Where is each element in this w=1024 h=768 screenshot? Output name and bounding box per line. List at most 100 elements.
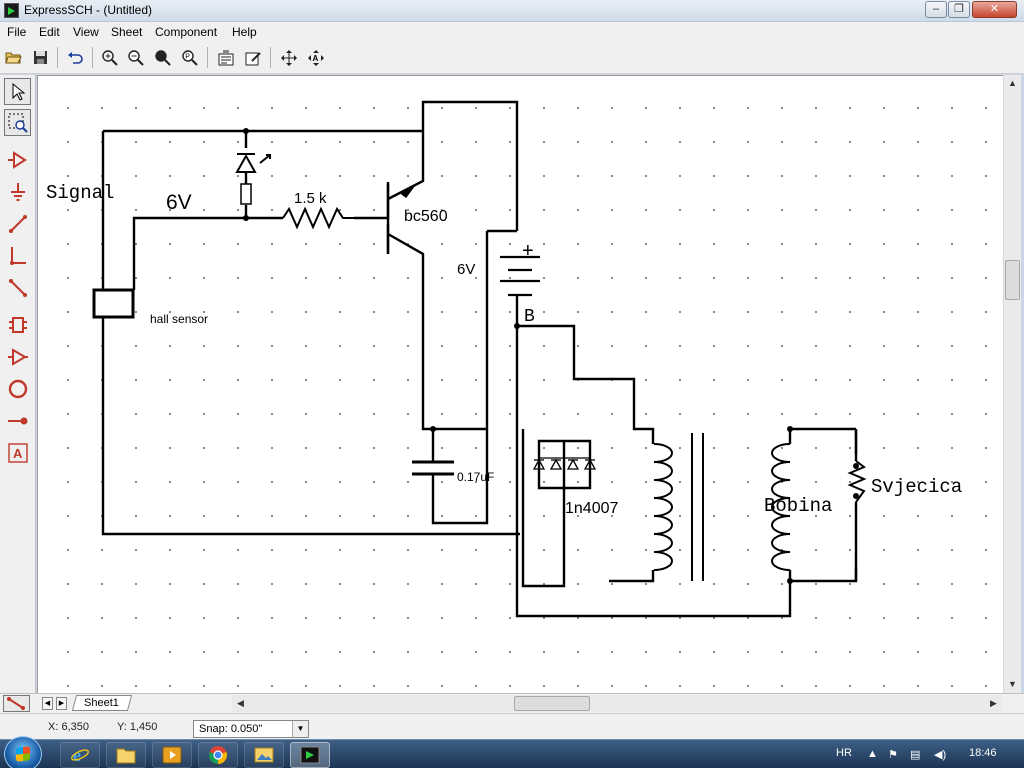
scroll-left-arrow-icon[interactable]: ◀ bbox=[237, 698, 244, 708]
scroll-up-arrow-icon[interactable]: ▲ bbox=[1008, 78, 1017, 88]
component-properties-icon bbox=[218, 49, 233, 65]
undo-icon bbox=[67, 51, 83, 64]
text-tool[interactable]: A bbox=[4, 439, 31, 466]
vertical-scrollbar[interactable]: ▲ ▼ bbox=[1003, 75, 1021, 693]
system-clock[interactable]: 18:46 bbox=[969, 747, 997, 759]
show-hidden-icons-icon[interactable]: ▲ bbox=[867, 748, 878, 760]
svg-text:e: e bbox=[73, 745, 81, 765]
maximize-button[interactable]: ❐ bbox=[948, 1, 970, 18]
ground-icon bbox=[10, 182, 25, 201]
snap-select[interactable]: Snap: 0.050" ▼ bbox=[193, 720, 309, 738]
taskbar-chrome[interactable] bbox=[198, 742, 238, 768]
zoom-window-icon bbox=[8, 113, 28, 133]
sheet-tab[interactable]: Sheet1 bbox=[71, 695, 133, 711]
snap-value: 0.050" bbox=[230, 723, 263, 735]
label-spark-plug: Svjecica bbox=[871, 476, 962, 498]
sheet-prev-arrow-icon[interactable]: ◀ bbox=[42, 697, 53, 710]
expresssch-app-icon bbox=[4, 3, 19, 18]
snap-grid-toggle[interactable] bbox=[3, 695, 30, 712]
label-coil: Bobina bbox=[764, 495, 832, 517]
open-button[interactable] bbox=[2, 46, 25, 69]
menu-edit[interactable]: Edit bbox=[39, 25, 60, 39]
zoom-fit-icon bbox=[154, 49, 171, 66]
start-button[interactable] bbox=[4, 736, 42, 768]
taskbar-media-player[interactable] bbox=[152, 742, 192, 768]
menu-sheet[interactable]: Sheet bbox=[111, 25, 143, 39]
buffer-tool[interactable] bbox=[4, 343, 31, 370]
expresssch-icon bbox=[300, 746, 320, 764]
taskbar-explorer[interactable] bbox=[106, 742, 146, 768]
text-icon: A bbox=[7, 442, 28, 463]
schematic-canvas[interactable]: Signal hall sensor 6V 1.5 k bc560 6V + B… bbox=[37, 75, 1003, 693]
taskbar: e HR ▲ ⚑ ▤ ◀) 18:46 bbox=[0, 736, 1024, 768]
bus-entry-tool[interactable] bbox=[4, 242, 31, 269]
zoom-out-button[interactable] bbox=[124, 46, 147, 69]
label-capacitor: 0.17uF bbox=[457, 470, 494, 484]
pin-icon bbox=[7, 417, 27, 424]
move-button[interactable] bbox=[277, 46, 300, 69]
taskbar-photo-viewer[interactable] bbox=[244, 742, 284, 768]
label-hall-sensor: hall sensor bbox=[150, 312, 208, 326]
minimize-button[interactable]: – bbox=[925, 1, 947, 18]
sheet-next-arrow-icon[interactable]: ▶ bbox=[56, 697, 67, 710]
line-tool[interactable] bbox=[4, 274, 31, 301]
edit-component-button[interactable] bbox=[241, 46, 264, 69]
language-indicator[interactable]: HR bbox=[836, 747, 852, 759]
menu-help[interactable]: Help bbox=[232, 25, 257, 39]
status-bar: X: 6,350 Y: 1,450 Snap: 0.050" ▼ bbox=[0, 713, 1024, 739]
component-properties-button[interactable] bbox=[214, 46, 237, 69]
zoom-in-button[interactable] bbox=[98, 46, 121, 69]
select-tool[interactable] bbox=[4, 78, 31, 105]
label-diodes: 1n4007 bbox=[565, 500, 618, 517]
undo-button[interactable] bbox=[63, 46, 86, 69]
bus-entry-icon bbox=[9, 246, 26, 265]
line-icon bbox=[8, 278, 27, 297]
scroll-down-arrow-icon[interactable]: ▼ bbox=[1008, 679, 1017, 689]
label-battery-6v: 6V bbox=[457, 261, 475, 278]
network-icon[interactable]: ▤ bbox=[910, 749, 921, 761]
ground-tool[interactable] bbox=[4, 178, 31, 205]
ignition-coil-symbol bbox=[653, 433, 791, 581]
snap-label: Snap: bbox=[199, 723, 228, 735]
save-button[interactable] bbox=[29, 46, 52, 69]
action-center-flag-icon[interactable]: ⚑ bbox=[888, 749, 898, 761]
zoom-page-button[interactable]: P bbox=[178, 46, 201, 69]
horizontal-scroll-thumb[interactable] bbox=[514, 696, 590, 711]
led-symbol bbox=[235, 153, 271, 205]
hall-sensor-symbol bbox=[92, 288, 135, 319]
move-icon bbox=[280, 49, 297, 66]
label-resistor: 1.5 k bbox=[294, 190, 327, 207]
volume-icon[interactable]: ◀) bbox=[934, 749, 947, 761]
component-tool[interactable] bbox=[4, 146, 31, 173]
taskbar-internet-explorer[interactable]: e bbox=[60, 742, 100, 768]
move-label-button[interactable]: A bbox=[304, 46, 327, 69]
junctions bbox=[243, 128, 859, 584]
edit-component-icon bbox=[245, 51, 261, 65]
horizontal-scrollbar[interactable]: ◀ ▶ bbox=[232, 695, 1002, 712]
wire-tool[interactable] bbox=[4, 210, 31, 237]
media-player-icon bbox=[162, 746, 182, 764]
chevron-down-icon[interactable]: ▼ bbox=[292, 721, 308, 737]
pin-tool[interactable] bbox=[4, 407, 31, 434]
menu-file[interactable]: File bbox=[7, 25, 27, 39]
diode-bridge-symbol bbox=[532, 457, 597, 470]
zoom-fit-button[interactable] bbox=[151, 46, 174, 69]
menu-bar: File Edit View Sheet Component Help bbox=[0, 22, 1024, 42]
svg-text:A: A bbox=[312, 54, 318, 63]
label-signal: Signal bbox=[46, 182, 114, 204]
menu-view[interactable]: View bbox=[73, 25, 99, 39]
close-button[interactable]: ✕ bbox=[972, 1, 1017, 18]
ic-tool[interactable] bbox=[4, 311, 31, 338]
scroll-right-arrow-icon[interactable]: ▶ bbox=[990, 698, 997, 708]
menu-component[interactable]: Component bbox=[155, 25, 218, 39]
select-arrow-icon bbox=[12, 82, 25, 101]
battery-symbol bbox=[500, 255, 540, 297]
explorer-folder-icon bbox=[116, 748, 136, 764]
vertical-scroll-thumb[interactable] bbox=[1005, 260, 1020, 300]
window-title: ExpressSCH - (Untitled) bbox=[24, 3, 153, 17]
zoom-page-icon: P bbox=[181, 49, 198, 66]
taskbar-expresssch[interactable] bbox=[290, 742, 330, 768]
circle-tool[interactable] bbox=[4, 375, 31, 402]
sheet-bar: ◀ ▶ Sheet1 ◀ ▶ bbox=[0, 693, 1024, 713]
zoom-window-tool[interactable] bbox=[4, 109, 31, 136]
